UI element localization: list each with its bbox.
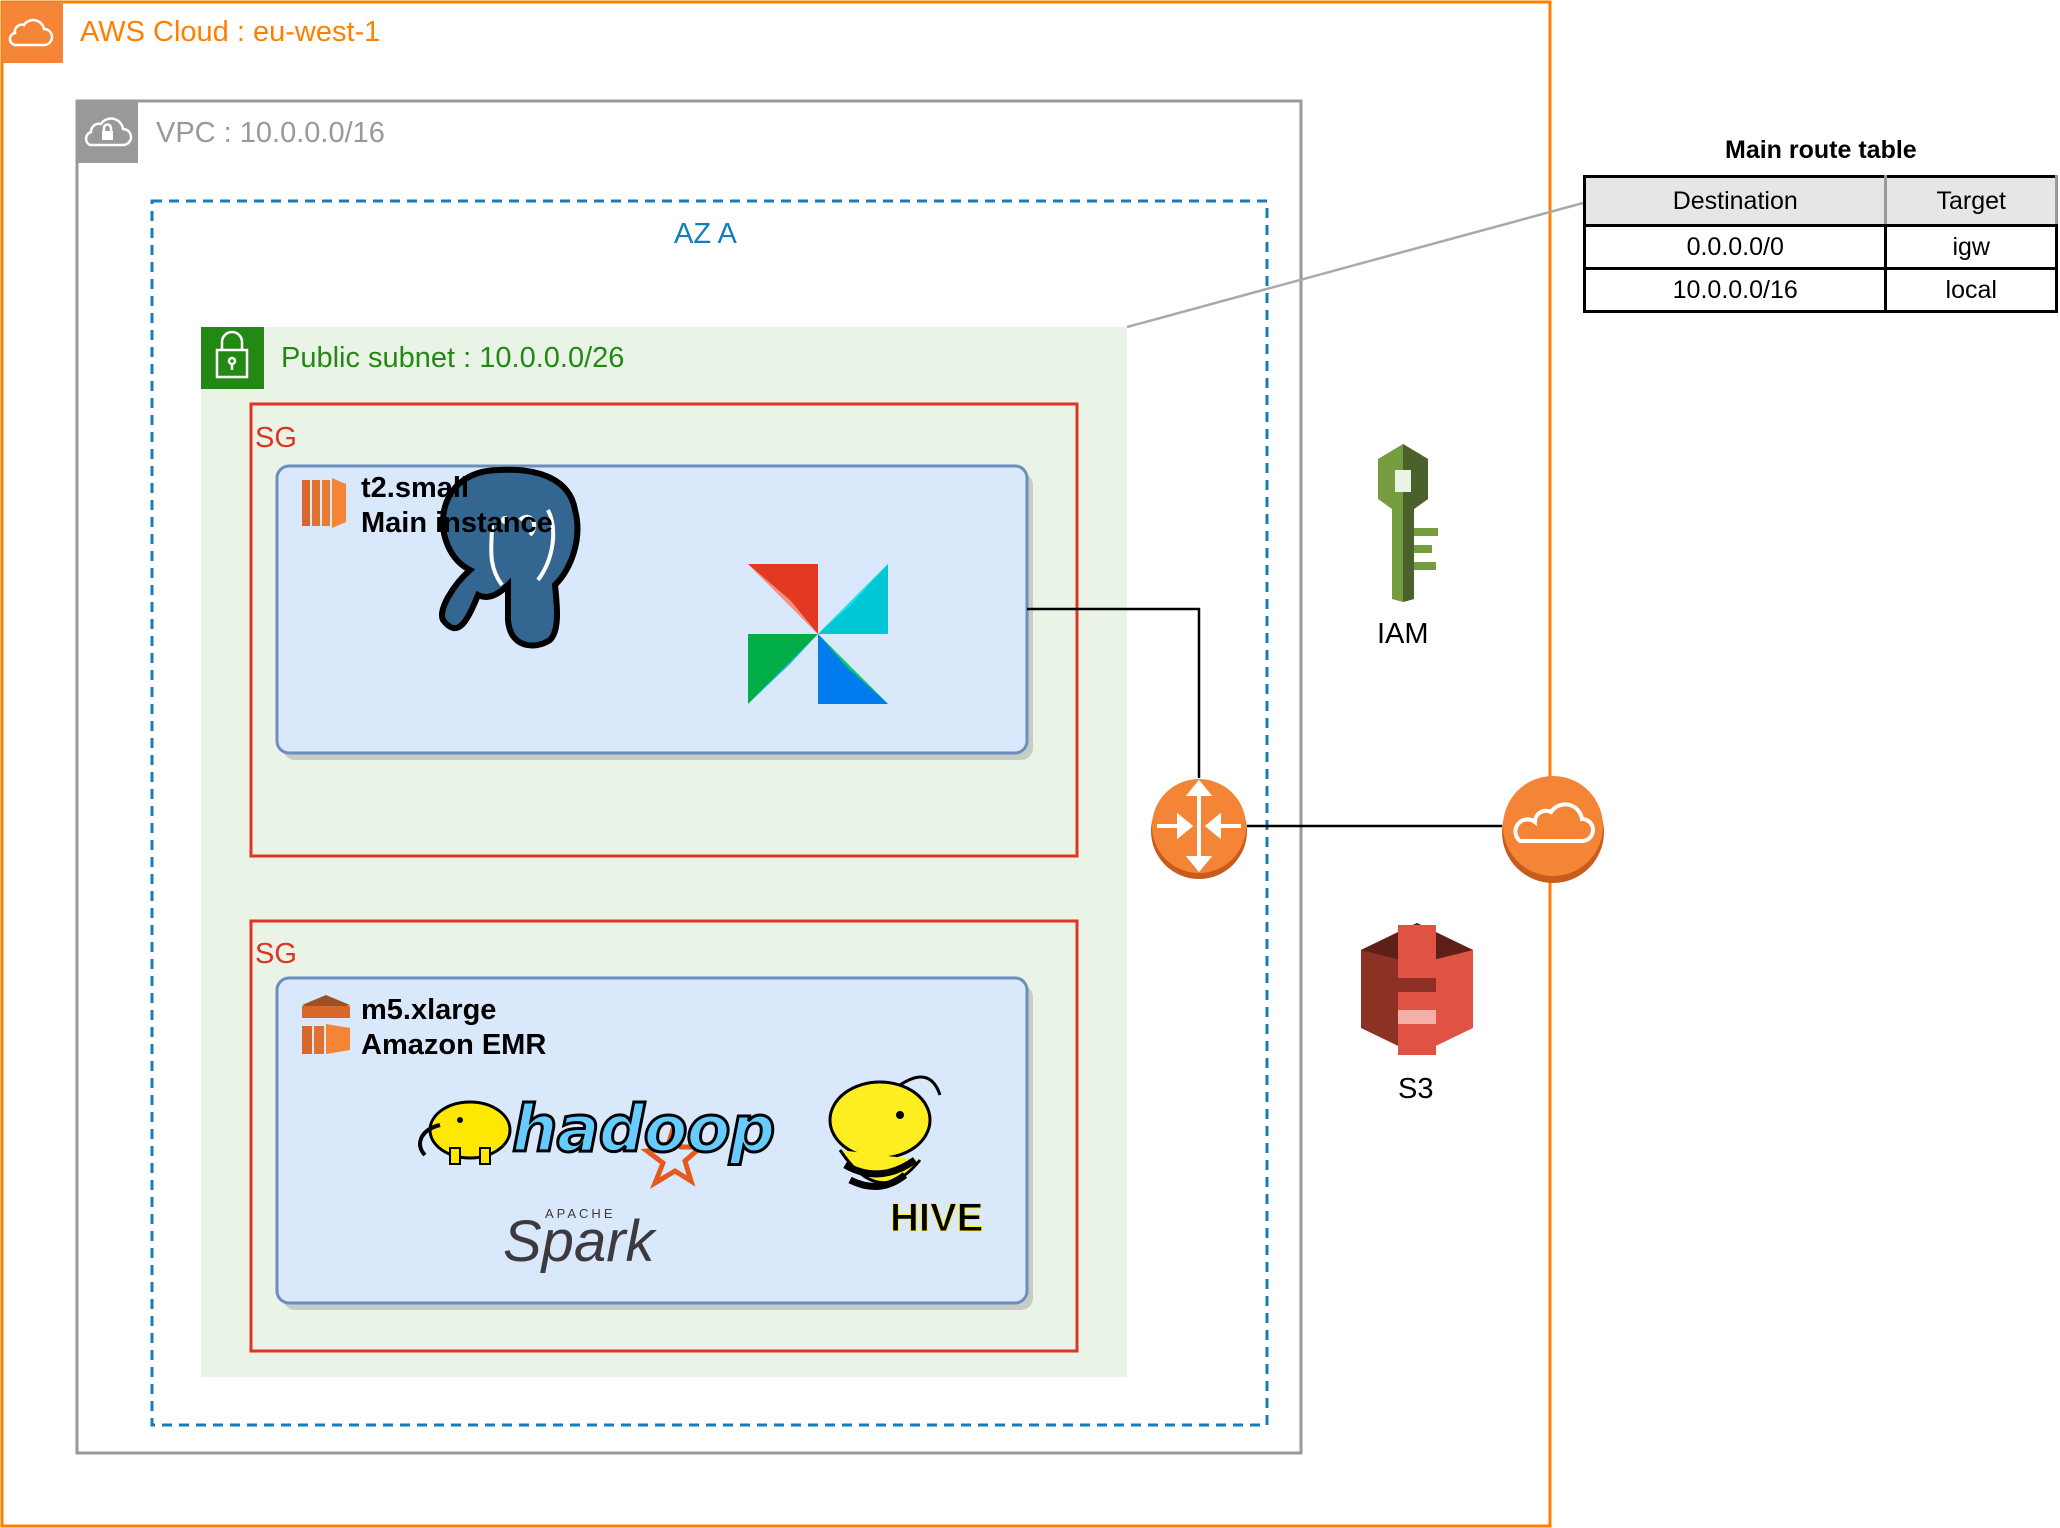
route-table-header: Destination xyxy=(1582,175,1888,227)
instance-name-label: Main instance xyxy=(361,507,553,539)
route-destination: 0.0.0.0/0 xyxy=(1582,224,1888,270)
cloud-icon xyxy=(8,18,54,47)
aws-cloud-badge xyxy=(2,2,63,63)
vpc-label: VPC : 10.0.0.0/16 xyxy=(156,117,385,149)
route-table-header: Target xyxy=(1884,175,2058,227)
security-group-1 xyxy=(249,402,1079,858)
route-table: Destination Target 0.0.0.0/0 igw 10.0.0.… xyxy=(1582,175,2058,313)
instance-type-label: m5.xlarge xyxy=(361,994,497,1026)
iam-key-icon[interactable] xyxy=(1378,444,1438,602)
instance-name-label: Amazon EMR xyxy=(361,1029,547,1061)
spark-star-icon xyxy=(640,1121,708,1189)
route-table-row: 0.0.0.0/0 igw xyxy=(1582,224,2058,270)
route-table-callout xyxy=(1126,201,1584,329)
s3-label: S3 xyxy=(1398,1073,1434,1105)
route-target: igw xyxy=(1884,224,2058,270)
az-group xyxy=(150,199,1269,1427)
emr-icon xyxy=(302,995,350,1054)
ec2-icon xyxy=(302,478,346,528)
route-table-title: Main route table xyxy=(1725,136,1917,164)
security-group-2 xyxy=(249,919,1079,1353)
postgresql-elephant-icon xyxy=(439,466,581,649)
spark-apache-text: APACHE xyxy=(545,1206,616,1221)
route-destination: 10.0.0.0/16 xyxy=(1582,267,1888,313)
instance-router-link xyxy=(1027,607,1201,778)
spark-logo-text: Spark xyxy=(503,1209,655,1274)
security-group-label: SG xyxy=(255,422,297,454)
s3-bucket-icon[interactable] xyxy=(1361,923,1473,1055)
vpc-cloud-lock-icon xyxy=(84,117,133,147)
hadoop-logo-text: hadoop xyxy=(510,1092,776,1169)
hadoop-elephant-icon xyxy=(418,1100,512,1165)
router-icon[interactable] xyxy=(1151,779,1247,879)
airflow-pinwheel-icon xyxy=(748,564,888,704)
iam-label: IAM xyxy=(1377,618,1429,650)
subnet-lock-icon xyxy=(215,330,249,379)
instance-type-label: t2.small xyxy=(361,472,469,504)
instance-emr[interactable] xyxy=(275,976,1029,1305)
security-group-label: SG xyxy=(255,938,297,970)
route-table-row: 10.0.0.0/16 local xyxy=(1582,267,2058,313)
aws-cloud-label: AWS Cloud : eu-west-1 xyxy=(80,16,381,48)
subnet-label: Public subnet : 10.0.0.0/26 xyxy=(281,342,625,374)
hive-bee-icon xyxy=(828,1075,942,1190)
hive-logo-text: HIVE xyxy=(889,1196,984,1241)
route-target: local xyxy=(1884,267,2058,313)
az-label: AZ A xyxy=(674,218,737,250)
internet-gateway-icon[interactable] xyxy=(1502,776,1604,883)
